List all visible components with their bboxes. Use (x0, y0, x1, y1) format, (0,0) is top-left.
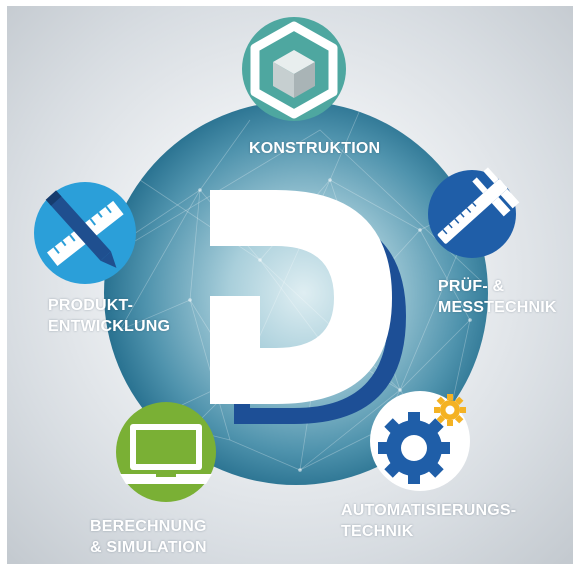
label-berechnung-line-2: & SIMULATION (90, 539, 207, 556)
node-konstruktion (242, 17, 346, 121)
company-logo-d (210, 190, 406, 424)
label-konstruktion-line-1: KONSTRUKTION (249, 140, 381, 157)
label-automatisierung-line-2: TECHNIK (341, 523, 414, 540)
label-pruef-line-1: PRÜF- & (438, 278, 505, 295)
central-sphere (104, 101, 488, 485)
label-automatisierung-line-1: AUTOMATISIERUNGS- (341, 502, 517, 519)
node-automatisierung (370, 391, 470, 491)
node-pruef-messtechnik (428, 167, 520, 258)
label-pruef-messtechnik: PRÜF- & MESSTECHNIK (438, 276, 557, 318)
pencil-ruler-icon (45, 190, 124, 268)
label-produkt-line-2: ENTWICKLUNG (48, 318, 171, 335)
label-automatisierung: AUTOMATISIERUNGS- TECHNIK (341, 500, 516, 542)
label-konstruktion: KONSTRUKTION (249, 138, 380, 159)
cube-icon (250, 21, 338, 119)
label-produktentwicklung: PRODUKT- ENTWICKLUNG (48, 295, 170, 337)
label-berechnung-line-1: BERECHNUNG (90, 518, 207, 535)
laptop-icon (120, 424, 212, 484)
node-produktentwicklung (34, 182, 136, 284)
label-pruef-line-2: MESSTECHNIK (438, 299, 557, 316)
label-berechnung: BERECHNUNG & SIMULATION (90, 516, 207, 558)
caliper-icon (437, 167, 520, 244)
label-produkt-line-1: PRODUKT- (48, 297, 134, 314)
gears-icon (378, 394, 466, 484)
node-berechnung (116, 402, 216, 502)
